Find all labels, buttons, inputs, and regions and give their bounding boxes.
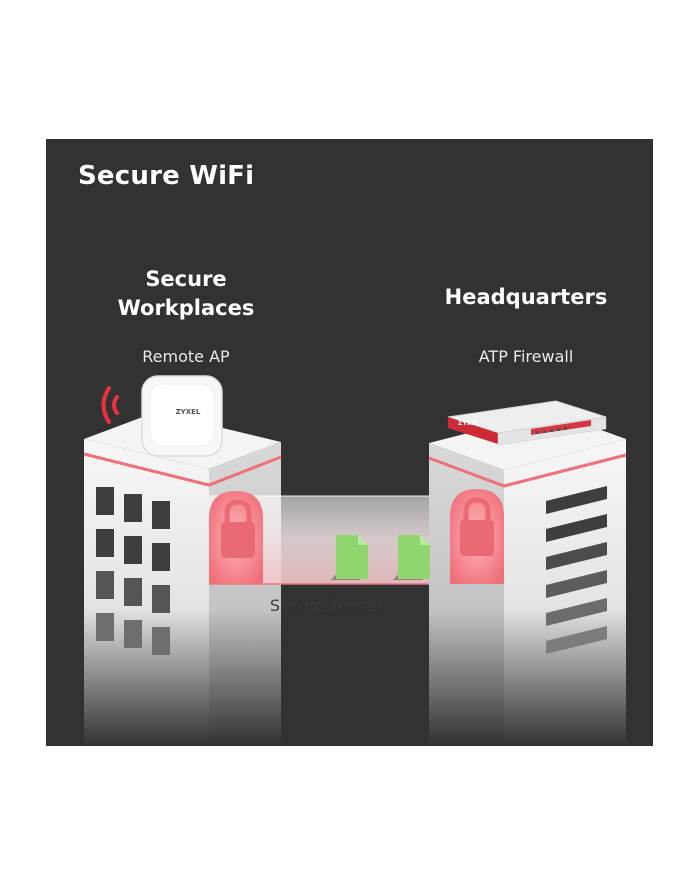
right-heading: Headquarters [444,285,608,309]
left-heading: Secure Workplaces [96,265,276,323]
left-building-front [84,439,209,746]
network-scene: ZYXEL ZYXEL [83,375,627,746]
firewall-left-face [448,417,498,444]
left-lock-alcove [209,491,263,584]
lock-icon [460,497,494,556]
tunnel-body [209,496,429,584]
firewall-ports [536,427,567,434]
atp-firewall-device: ZYXEL [447,400,607,446]
right-building-windows [546,486,607,654]
atp-firewall-label: ATP Firewall [478,347,574,366]
secure-tunnel-label: Secure Tunnel [269,596,383,615]
wifi-signal-icon [101,386,119,424]
right-building-side [429,443,504,746]
left-heading-line1: Secure [145,267,227,291]
remote-ap-device: ZYXEL [141,375,223,457]
left-building-windows [96,487,170,655]
diagram-title: Secure WiFi [78,161,255,191]
right-accent-stripe [428,453,627,488]
remote-ap-face [149,383,215,447]
right-lock-alcove [450,489,504,584]
lock-icon [221,499,255,558]
remote-ap-label: Remote AP [142,347,230,366]
left-heading-line2: Workplaces [117,296,255,320]
diagram-panel: Secure WiFi Secure Workplaces Remote AP … [46,139,653,746]
remote-ap-brand: ZYXEL [176,408,201,416]
left-building-side [209,442,281,746]
file-icon [331,535,368,580]
file-icon [393,535,430,580]
left-accent-stripe [83,452,282,487]
firewall-brand: ZYXEL [458,420,479,427]
